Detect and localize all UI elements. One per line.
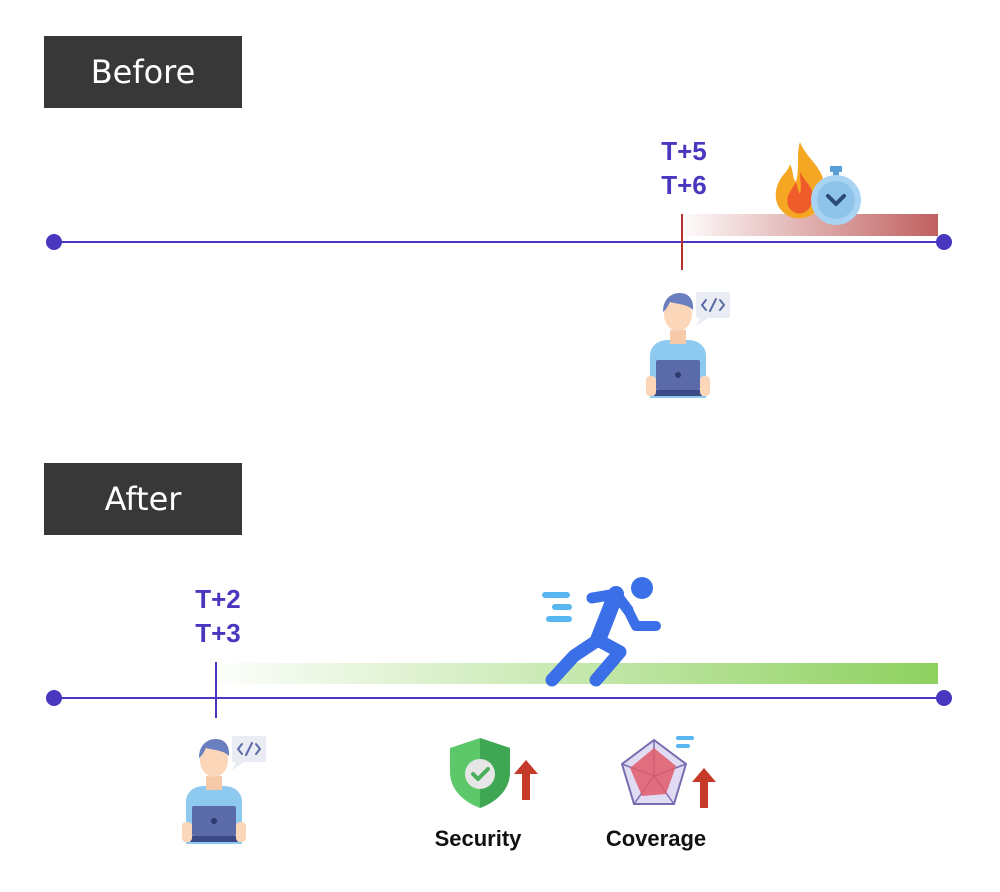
before-timeline-start-dot — [46, 234, 62, 250]
after-timeline-axis — [54, 697, 944, 699]
after-tag: After — [44, 463, 242, 535]
after-time-label: T+2 T+3 — [178, 582, 258, 650]
before-tag-label: Before — [90, 53, 196, 91]
after-time-top: T+2 — [195, 584, 241, 614]
after-tag-label: After — [104, 480, 182, 518]
before-time-top: T+5 — [661, 136, 707, 166]
before-timeline-end-dot — [936, 234, 952, 250]
coverage-label: Coverage — [605, 826, 707, 851]
after-progress-bar — [216, 663, 938, 684]
after-timeline-marker — [215, 662, 217, 718]
developer-laptop-icon — [646, 293, 710, 398]
before-tag: Before — [44, 36, 242, 108]
before-timeline-axis — [54, 241, 944, 243]
after-timeline-end-dot — [936, 690, 952, 706]
after-time-bottom: T+3 — [195, 618, 241, 648]
shield-check-icon — [450, 738, 510, 808]
running-person-icon — [542, 577, 661, 687]
code-bubble-icon — [232, 736, 266, 770]
developer-laptop-icon — [182, 739, 246, 844]
before-time-label: T+5 T+6 — [644, 134, 724, 202]
before-time-bottom: T+6 — [661, 170, 707, 200]
after-timeline-start-dot — [46, 690, 62, 706]
fire-stopwatch-icon — [775, 142, 861, 225]
before-timeline-marker — [681, 214, 683, 270]
before-crunch-bar — [682, 214, 938, 236]
code-bubble-icon — [696, 292, 730, 326]
up-arrow-icon — [692, 768, 716, 808]
security-label: Security — [434, 826, 522, 851]
radar-chart-icon — [620, 736, 694, 805]
up-arrow-icon — [514, 760, 538, 800]
